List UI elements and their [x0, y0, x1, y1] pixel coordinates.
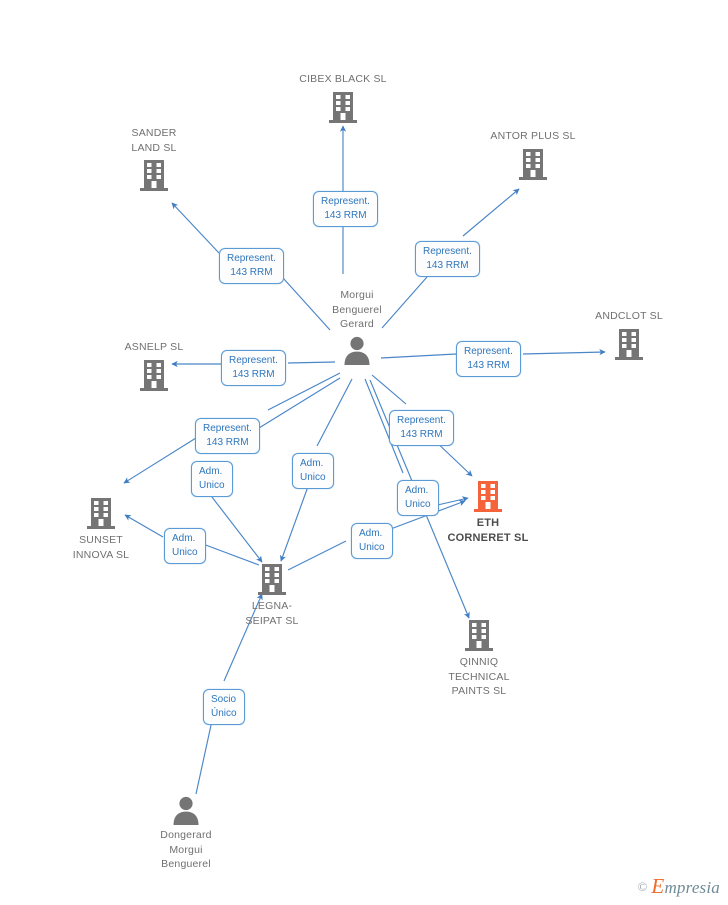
- node-cibex-black-sl[interactable]: CIBEX BLACK SL: [283, 72, 403, 124]
- node-label: QINNIQ TECHNICAL PAINTS SL: [448, 656, 510, 697]
- brand-remainder: mpresia: [664, 878, 720, 897]
- empresia-watermark: © Empresia: [638, 874, 720, 899]
- relationship-label-socio-unico[interactable]: Socio Único: [203, 689, 245, 725]
- edge-morgui-to-legna2: [316, 378, 353, 447]
- node-sunset-innova-sl[interactable]: SUNSET INNOVA SL: [41, 496, 161, 562]
- node-label: ASNELP SL: [124, 341, 184, 353]
- node-label: ANDCLOT SL: [595, 310, 663, 322]
- relationship-label-adm-unico-2[interactable]: Adm. Unico: [292, 453, 334, 489]
- edge-morgui-to-eth2: [364, 378, 404, 474]
- relationship-label-adm-unico-3[interactable]: Adm. Unico: [397, 480, 439, 516]
- company-building-icon: [212, 562, 332, 596]
- node-sander-land-sl[interactable]: SANDER LAND SL: [94, 126, 214, 192]
- company-building-icon: [94, 358, 214, 392]
- relationship-label-sander[interactable]: Represent. 143 RRM: [219, 248, 284, 284]
- node-antor-plus-sl[interactable]: ANTOR PLUS SL: [473, 129, 593, 181]
- edge-morgui-to-sunset: [267, 372, 341, 411]
- relationship-label-sunset-represent[interactable]: Represent. 143 RRM: [195, 418, 260, 454]
- edge-morgui-to-asnelp: [287, 361, 336, 364]
- company-building-icon: [419, 618, 539, 652]
- node-andclot-sl[interactable]: ANDCLOT SL: [569, 309, 689, 361]
- company-building-icon: [283, 90, 403, 124]
- relationship-label-adm-unico-5[interactable]: Adm. Unico: [351, 523, 393, 559]
- edge-morgui-to-andclot: [522, 348, 606, 356]
- edge-morgui-to-legna: [204, 487, 263, 563]
- edge-morgui-to-eth: [371, 374, 407, 405]
- edge-morgui-to-antor: [462, 188, 520, 237]
- company-building-icon: [473, 147, 593, 181]
- node-label: SUNSET INNOVA SL: [72, 534, 130, 561]
- edge-morgui-to-sander: [171, 202, 220, 254]
- relationship-label-andclot[interactable]: Represent. 143 RRM: [456, 341, 521, 377]
- node-person-dongerard-morgui-benguerel[interactable]: Dongerard Morgui Benguerel: [126, 795, 246, 872]
- edge-morgui-to-antor: [381, 276, 428, 329]
- edge-legna-to-sunset: [202, 543, 260, 566]
- node-eth-corneret-sl[interactable]: ETH CORNERET SL: [428, 479, 548, 545]
- node-label: ETH CORNERET SL: [447, 517, 529, 544]
- relationship-label-adm-unico-1[interactable]: Adm. Unico: [191, 461, 233, 497]
- node-label: Dongerard Morgui Benguerel: [160, 829, 212, 870]
- node-label: Morgui Benguerel Gerard: [332, 289, 382, 330]
- relationship-label-adm-unico-4[interactable]: Adm. Unico: [164, 528, 206, 564]
- node-legna-seipat-sl[interactable]: LEGNA- SEIPAT SL: [212, 562, 332, 628]
- node-label: ANTOR PLUS SL: [490, 130, 576, 142]
- brand-initial: E: [651, 874, 665, 898]
- copyright-symbol: ©: [637, 878, 648, 894]
- brand-wordmark: Empresia: [651, 874, 720, 899]
- relationship-label-asnelp[interactable]: Represent. 143 RRM: [221, 350, 286, 386]
- edge-donge-to-legna: [195, 715, 214, 795]
- node-qinniq-technical-paints-sl[interactable]: QINNIQ TECHNICAL PAINTS SL: [419, 618, 539, 699]
- node-label: CIBEX BLACK SL: [299, 73, 387, 85]
- edge-morgui-to-andclot: [380, 353, 457, 359]
- node-person-morgui-benguerel-gerard[interactable]: Morgui Benguerel Gerard: [297, 288, 417, 365]
- company-building-icon-highlight: [428, 479, 548, 513]
- node-label: LEGNA- SEIPAT SL: [245, 600, 299, 627]
- edge-legna-to-sunset: [124, 514, 164, 538]
- person-avatar-icon: [297, 335, 417, 365]
- relationship-label-antor[interactable]: Represent. 143 RRM: [415, 241, 480, 277]
- node-label: SANDER LAND SL: [131, 127, 177, 154]
- company-building-icon: [94, 158, 214, 192]
- edge-donge-to-legna: [223, 593, 263, 682]
- relationship-label-cibex[interactable]: Represent. 143 RRM: [313, 191, 378, 227]
- node-asnelp-sl[interactable]: ASNELP SL: [94, 340, 214, 392]
- edge-legna-to-eth: [287, 540, 347, 571]
- edge-morgui-to-legna2: [279, 480, 311, 562]
- company-building-icon: [569, 327, 689, 361]
- relationship-label-eth-represent[interactable]: Represent. 143 RRM: [389, 410, 454, 446]
- edge-morgui-to-sunset: [123, 437, 197, 484]
- person-avatar-icon: [126, 795, 246, 825]
- company-building-icon: [41, 496, 161, 530]
